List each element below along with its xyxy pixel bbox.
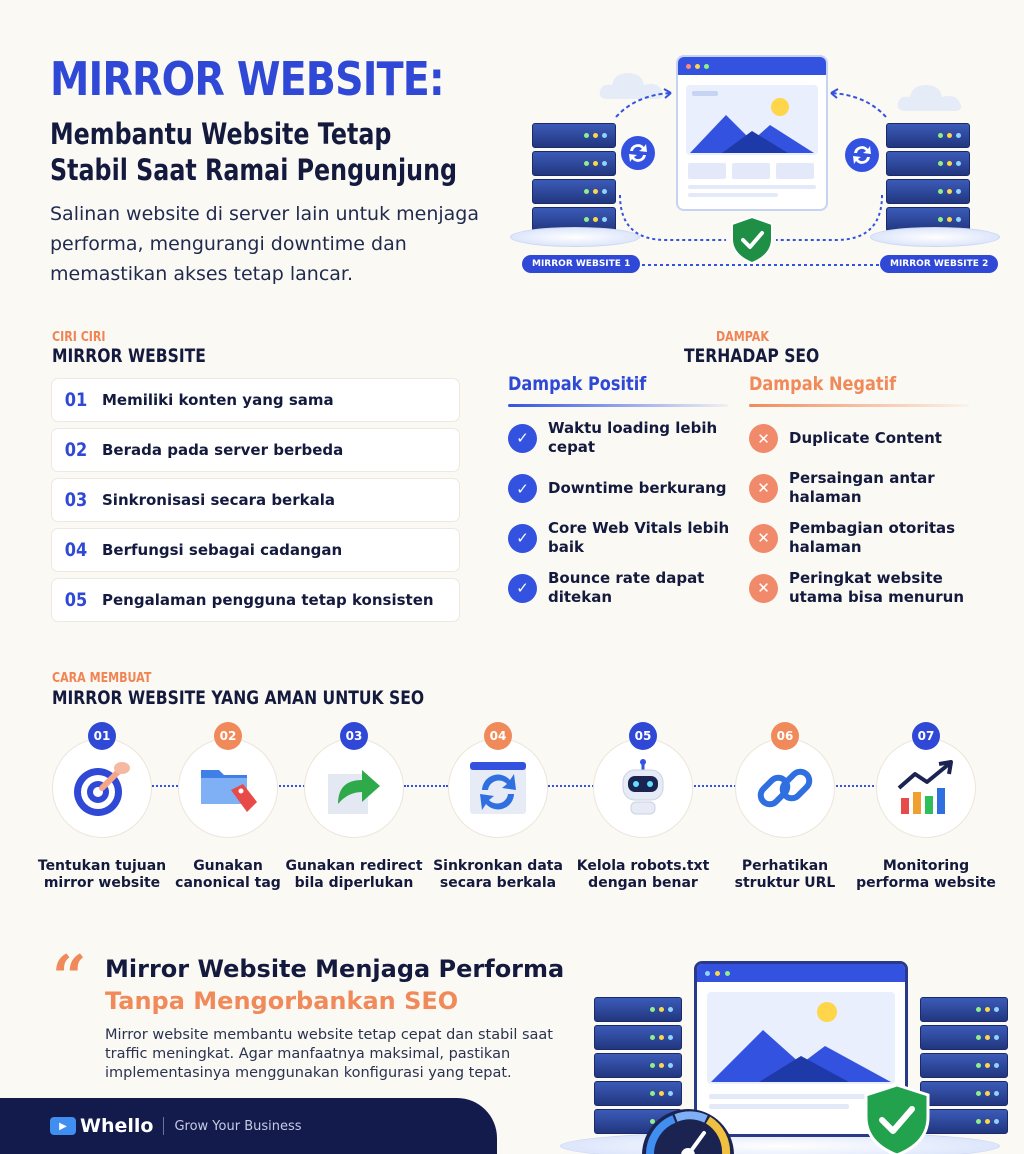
step-label: Gunakan redirect bila diperlukan — [285, 858, 423, 891]
step-number: 05 — [629, 722, 657, 750]
image-placeholder-icon — [707, 992, 895, 1109]
negative-item: ✕ Pembagian otoritas halaman — [749, 519, 979, 557]
ciri-number: 01 — [64, 389, 88, 411]
check-icon: ✓ — [508, 523, 537, 553]
step-number: 02 — [214, 722, 242, 750]
positive-item: ✓ Downtime berkurang — [508, 474, 738, 503]
check-icon: ✓ — [508, 423, 537, 453]
ciri-number: 04 — [64, 539, 88, 561]
step-label: Sinkronkan data secara berkala — [433, 858, 563, 891]
ciri-title: MIRROR WEBSITE — [52, 345, 206, 367]
negative-item: ✕ Peringkat website utama bisa menurun — [749, 569, 979, 607]
website-window — [676, 55, 828, 211]
bottom-illustration — [540, 955, 1024, 1154]
step-number: 07 — [912, 722, 940, 750]
hero-description: Salinan website di server lain untuk men… — [50, 203, 480, 285]
quote-icon: “ — [52, 943, 87, 1013]
mirror-server-1 — [532, 123, 616, 232]
hero-illustration: MIRROR WEBSITE 1 MIRROR WEBSITE 2 — [486, 55, 1016, 280]
negative-item: ✕ Duplicate Content — [749, 424, 979, 453]
positive-heading: Dampak Positif — [508, 373, 647, 395]
ciri-text: Memiliki konten yang sama — [102, 391, 334, 409]
growth-chart-icon — [897, 760, 953, 814]
step-item: 03 Gunakan redirect bila diperlukan — [284, 722, 424, 892]
shield-check-icon — [731, 215, 773, 265]
mirror-label-1: MIRROR WEBSITE 1 — [522, 255, 641, 273]
brand-name: Whello — [80, 1115, 154, 1137]
cross-icon: ✕ — [749, 523, 778, 553]
step-item: 07 Monitoring performa website — [856, 722, 996, 892]
step-connectors — [0, 784, 1024, 790]
step-number: 01 — [88, 722, 116, 750]
negative-item: ✕ Persaingan antar halaman — [749, 469, 979, 507]
positive-item: ✓ Bounce rate dapat ditekan — [508, 569, 738, 607]
target-icon — [74, 762, 130, 816]
ciri-kicker: CIRI CIRI — [52, 330, 106, 345]
footer-tagline: Grow Your Business — [174, 1118, 302, 1134]
step-item: 01 Tentukan tujuan mirror website — [32, 722, 172, 892]
step-label: Perhatikan struktur URL — [734, 858, 836, 891]
cara-kicker: CARA MEMBUAT — [52, 671, 152, 686]
check-icon: ✓ — [508, 573, 537, 603]
step-label: Kelola robots.txt dengan benar — [576, 858, 710, 891]
dampak-kicker: DAMPAK — [716, 330, 769, 345]
link-icon — [757, 768, 813, 808]
closing-subtitle: Tanpa Mengorbankan SEO — [105, 987, 459, 1015]
redirect-arrow-icon — [328, 770, 380, 814]
step-item: 05 Kelola robots.txt dengan benar — [573, 722, 713, 892]
ciri-number: 05 — [64, 589, 88, 611]
step-item: 04 Sinkronkan data secara berkala — [428, 722, 568, 892]
footer-bar: ▶ Whello Grow Your Business — [0, 1098, 497, 1154]
cloud-icon — [897, 85, 962, 111]
brand-logo[interactable]: ▶ Whello — [50, 1115, 153, 1137]
hero-subtitle: Membantu Website Tetap Stabil Saat Ramai… — [50, 117, 458, 187]
ciri-text: Sinkronisasi secara berkala — [102, 491, 335, 509]
step-number: 06 — [771, 722, 799, 750]
folder-tag-icon — [201, 770, 257, 812]
connection-lines — [615, 88, 887, 266]
closing-title: Mirror Website Menjaga Performa — [105, 955, 565, 983]
cross-icon: ✕ — [749, 473, 778, 503]
positive-item: ✓ Waktu loading lebih cepat — [508, 419, 738, 457]
sync-icon — [621, 136, 655, 170]
hero-title: MIRROR WEBSITE: — [50, 52, 445, 106]
cara-title: MIRROR WEBSITE YANG AMAN UNTUK SEO — [52, 687, 425, 709]
closing-description: Mirror website membantu website tetap ce… — [105, 1027, 553, 1081]
ciri-item: 02 Berada pada server berbeda — [51, 428, 460, 472]
shield-check-icon — [864, 1083, 930, 1154]
mirror-label-2: MIRROR WEBSITE 2 — [880, 255, 999, 273]
image-placeholder-icon — [686, 85, 818, 197]
cross-icon: ✕ — [749, 573, 778, 603]
ciri-text: Berada pada server berbeda — [102, 441, 344, 459]
ciri-number: 02 — [64, 439, 88, 461]
ciri-item: 01 Memiliki konten yang sama — [51, 378, 460, 422]
robot-icon — [622, 759, 664, 815]
negative-heading: Dampak Negatif — [749, 373, 897, 395]
step-number: 03 — [340, 722, 368, 750]
ciri-number: 03 — [64, 489, 88, 511]
step-label: Monitoring performa website — [856, 858, 996, 891]
step-item: 06 Perhatikan struktur URL — [715, 722, 855, 892]
ciri-text: Berfungsi sebagai cadangan — [102, 541, 343, 559]
ciri-item: 05 Pengalaman pengguna tetap konsisten — [51, 578, 460, 622]
cloud-icon — [599, 73, 664, 99]
whello-logo-icon: ▶ — [50, 1117, 76, 1135]
ciri-item: 03 Sinkronisasi secara berkala — [51, 478, 460, 522]
step-item: 02 Gunakan canonical tag — [158, 722, 298, 892]
ciri-item: 04 Berfungsi sebagai cadangan — [51, 528, 460, 572]
ciri-text: Pengalaman pengguna tetap konsisten — [102, 591, 434, 609]
sync-icon — [845, 138, 879, 172]
speedometer-icon — [642, 1109, 734, 1154]
positive-item: ✓ Core Web Vitals lebih baik — [508, 519, 738, 557]
step-number: 04 — [484, 722, 512, 750]
step-label: Gunakan canonical tag — [175, 858, 281, 891]
check-icon: ✓ — [508, 474, 537, 503]
server-icon — [920, 997, 1008, 1134]
step-label: Tentukan tujuan mirror website — [37, 858, 167, 891]
cross-icon: ✕ — [749, 424, 778, 453]
dampak-title: TERHADAP SEO — [684, 345, 820, 367]
sync-icon — [470, 762, 526, 814]
